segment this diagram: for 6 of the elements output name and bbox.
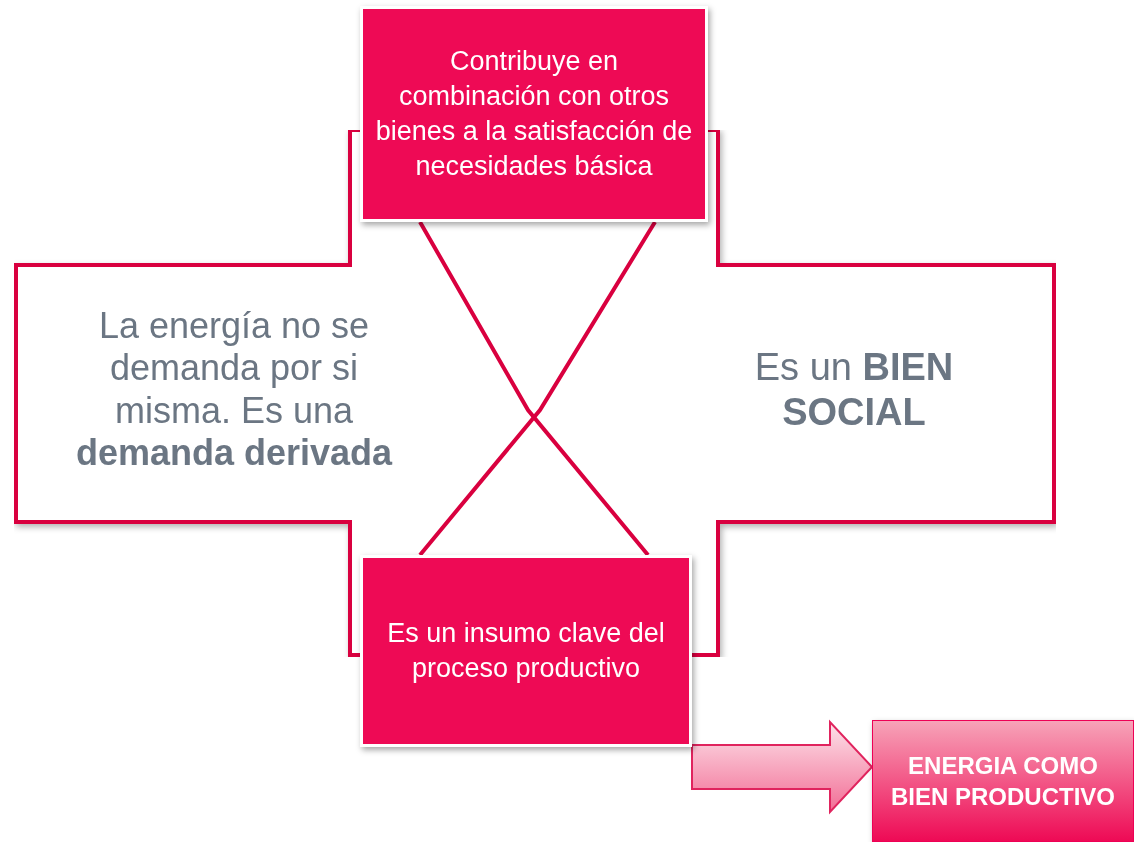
text-box: Es un insumo clave del proceso productivo (360, 555, 692, 747)
statement-text: Es un BIEN SOCIAL (753, 345, 955, 435)
statement-text: La energía no se demanda por si misma. Es una demanda derivada (74, 305, 394, 475)
text-box: Contribuye en combinación con otros bienes a la satisfacción de necesidades básica (360, 6, 708, 222)
block-arrow (691, 719, 874, 815)
text-box: ENERGIA COMO BIEN PRODUCTIVO (872, 720, 1134, 842)
